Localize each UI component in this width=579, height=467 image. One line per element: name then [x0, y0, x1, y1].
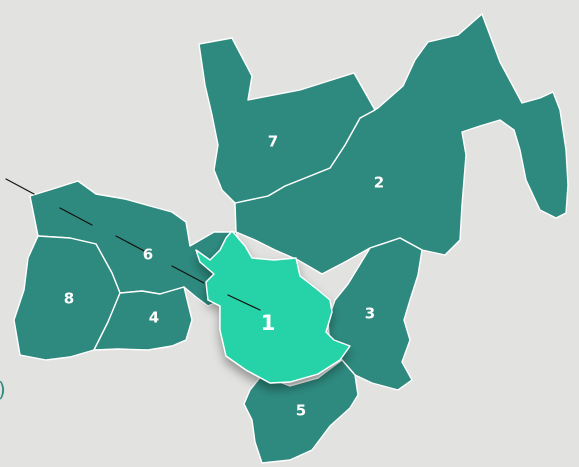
region-5[interactable]: [243, 359, 359, 464]
region-label-7: 7: [268, 133, 278, 151]
region-label-8: 8: [64, 290, 74, 308]
region-label-3: 3: [365, 305, 375, 323]
region-4[interactable]: [93, 286, 193, 351]
pointer-line: [5, 178, 261, 311]
region-label-6: 6: [143, 246, 153, 264]
region-label-1: 1: [261, 311, 276, 335]
region-label-4: 4: [149, 309, 159, 327]
region-8[interactable]: [13, 235, 121, 361]
region-1[interactable]: [195, 230, 351, 384]
region-7[interactable]: [198, 37, 376, 204]
edge-glyph: ): [0, 378, 6, 402]
region-label-2: 2: [374, 174, 384, 192]
region-label-5: 5: [296, 402, 306, 420]
